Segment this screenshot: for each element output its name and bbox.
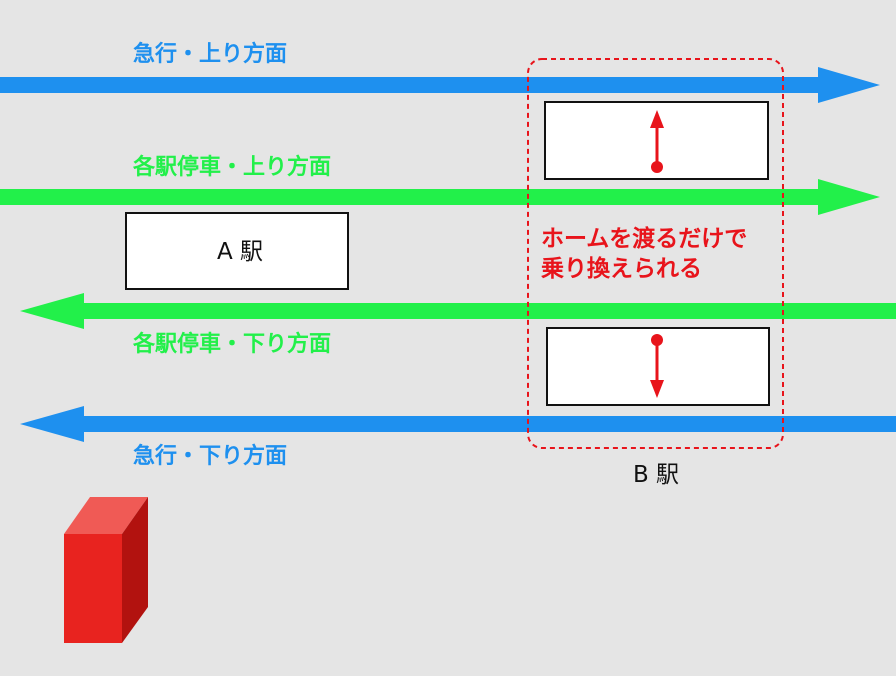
express-up-arrowhead — [818, 67, 880, 103]
station-a-label: A 駅 — [217, 239, 263, 265]
local-up-track — [0, 179, 880, 215]
express-up-track — [0, 67, 880, 103]
local-up-label: 各駅停車・上り方面 — [132, 154, 331, 180]
local-down-label: 各駅停車・下り方面 — [132, 331, 331, 357]
express-down-track — [20, 406, 896, 442]
red-building-icon — [64, 497, 148, 643]
transfer-note-line2: 乗り換えられる — [541, 256, 702, 282]
local-up-arrowhead — [818, 179, 880, 215]
local-down-track — [20, 293, 896, 329]
express-up-label: 急行・上り方面 — [133, 41, 287, 67]
station-b-label: B 駅 — [633, 462, 679, 488]
local-down-arrowhead — [20, 293, 84, 329]
arrow-down-icon — [650, 334, 664, 398]
transfer-note-line1: ホームを渡るだけで — [541, 225, 747, 252]
arrow-up-icon — [650, 110, 664, 173]
express-down-label: 急行・下り方面 — [133, 443, 287, 469]
station-a-platform — [125, 212, 349, 290]
express-down-arrowhead — [20, 406, 84, 442]
